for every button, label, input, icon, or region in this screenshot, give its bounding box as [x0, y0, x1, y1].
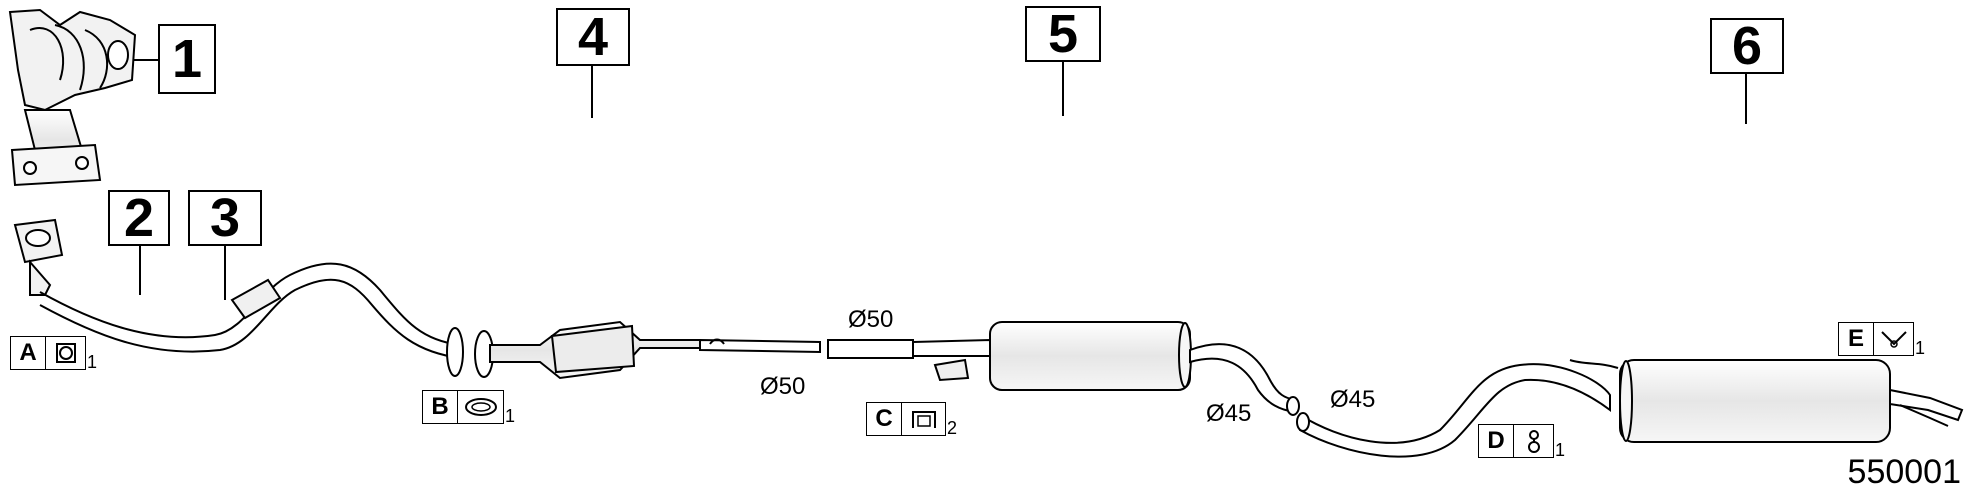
callout-1: 1 [158, 24, 216, 94]
callout-5: 5 [1025, 4, 1101, 64]
callout-6: 6 [1710, 16, 1784, 76]
accessory-qty: 1 [87, 352, 98, 372]
diameter-label-4: Ø45 [1330, 386, 1376, 413]
callout-2: 2 [108, 188, 170, 248]
flange-pair [446, 327, 494, 378]
catalyst-section-part [489, 320, 821, 380]
gasket-ring-icon [458, 390, 504, 424]
rubber-hanger-icon [1514, 424, 1554, 458]
manifold-part [8, 8, 137, 187]
accessory-b: B 1 [422, 390, 516, 426]
accessory-a: A 1 [10, 336, 98, 372]
accessory-d: D 1 [1478, 424, 1566, 460]
accessory-qty: 1 [1555, 440, 1566, 460]
diameter-label-3: Ø45 [1206, 400, 1252, 427]
front-pipe-part [13, 218, 461, 359]
callout-4: 4 [556, 7, 630, 67]
rear-inlet-pipe-part [1296, 363, 1611, 458]
callout-3: 3 [188, 188, 262, 248]
accessory-letter: E [1838, 322, 1874, 356]
mount-bracket-icon [1874, 322, 1914, 356]
accessory-qty: 1 [1915, 338, 1926, 358]
accessory-qty: 1 [505, 406, 516, 426]
pipe-clamp-icon [902, 402, 946, 436]
leader-lines [112, 59, 1747, 300]
accessory-letter: D [1478, 424, 1514, 458]
rear-silencer-part [1569, 359, 1964, 443]
accessory-letter: C [866, 402, 902, 436]
accessory-letter: B [422, 390, 458, 424]
center-muffler-part [989, 321, 1300, 416]
joint-pipe-part [827, 338, 991, 382]
accessory-letter: A [10, 336, 46, 370]
diameter-label-1: Ø50 [848, 306, 894, 333]
accessory-e: E 1 [1838, 322, 1926, 358]
accessory-qty: 2 [947, 418, 958, 438]
reference-number: 550001 [1847, 453, 1961, 491]
accessory-c: C 2 [866, 402, 958, 438]
gasket-square-icon [46, 336, 86, 370]
diameter-label-2: Ø50 [760, 373, 806, 400]
